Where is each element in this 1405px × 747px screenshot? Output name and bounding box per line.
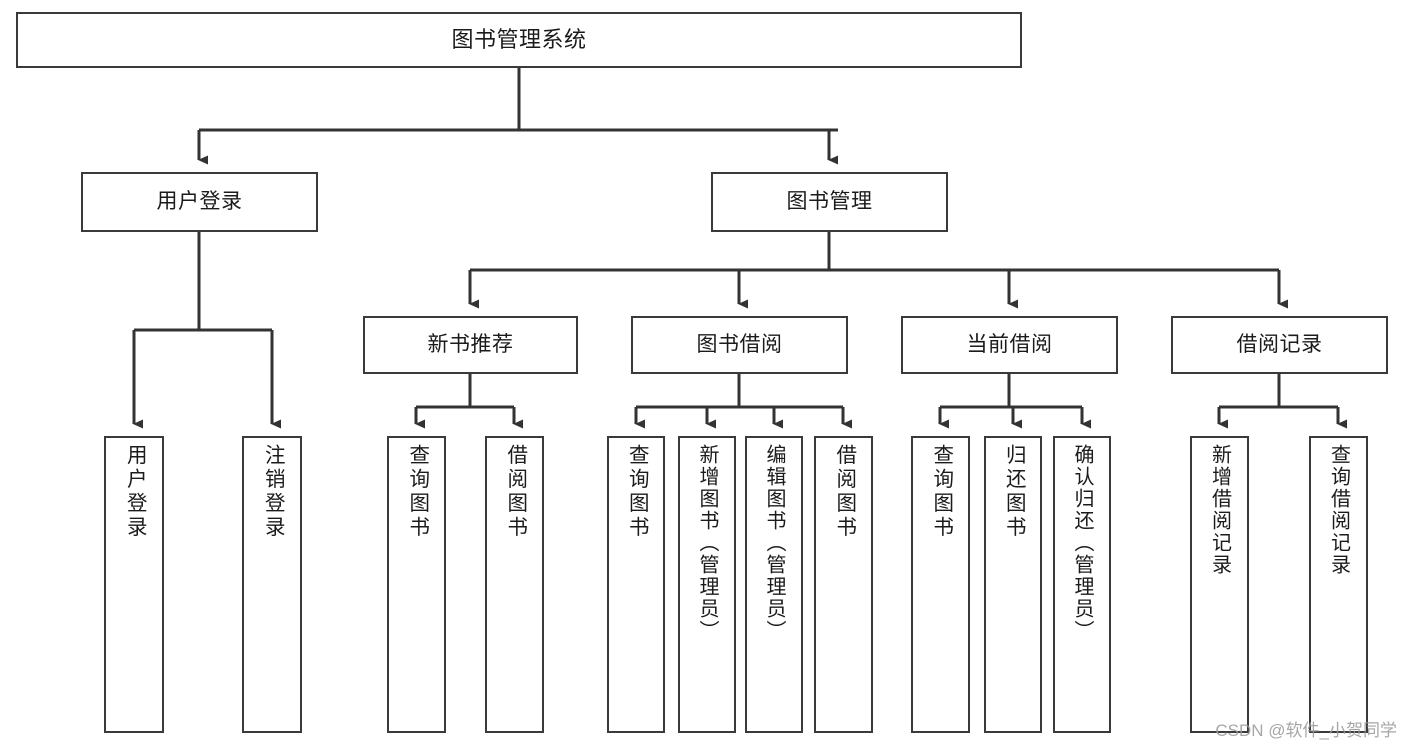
- node-leaf-borrow-book-2[interactable]: 借阅图书: [814, 436, 873, 733]
- node-leaf-borrow-book-1[interactable]: 借阅图书: [485, 436, 544, 733]
- node-new-book-rec[interactable]: 新书推荐: [363, 316, 578, 374]
- node-leaf-query-book-2[interactable]: 查询图书: [607, 436, 665, 733]
- node-root-label: 图书管理系统: [451, 27, 587, 53]
- node-book-borrow[interactable]: 图书借阅: [631, 316, 848, 374]
- csdn-watermark: CSDN @软件_小贺同学: [1215, 721, 1397, 740]
- node-leaf-user-logout-label: 注销登录: [261, 444, 285, 540]
- node-leaf-query-record-label: 查询借阅记录: [1327, 444, 1350, 576]
- node-leaf-confirm-return-label: 确认归还（管理员）: [1071, 444, 1093, 642]
- node-book-borrow-label: 图书借阅: [696, 332, 783, 356]
- node-leaf-query-record[interactable]: 查询借阅记录: [1309, 436, 1368, 733]
- node-leaf-query-book-3-label: 查询图书: [929, 444, 953, 540]
- node-leaf-query-book-2-label: 查询图书: [625, 444, 649, 540]
- node-leaf-user-logout[interactable]: 注销登录: [242, 436, 302, 733]
- node-book-manage-label: 图书管理: [786, 189, 873, 213]
- node-leaf-query-book-1-label: 查询图书: [405, 444, 429, 540]
- node-leaf-return-book[interactable]: 归还图书: [984, 436, 1042, 733]
- node-leaf-borrow-book-2-label: 借阅图书: [832, 444, 856, 540]
- node-leaf-edit-book[interactable]: 编辑图书（管理员）: [745, 436, 803, 733]
- node-leaf-query-book-3[interactable]: 查询图书: [911, 436, 970, 733]
- node-root[interactable]: 图书管理系统: [16, 12, 1022, 68]
- node-leaf-add-record-label: 新增借阅记录: [1208, 444, 1231, 576]
- node-leaf-user-login-label: 用户登录: [123, 444, 147, 540]
- node-current-borrow[interactable]: 当前借阅: [901, 316, 1118, 374]
- node-leaf-add-book[interactable]: 新增图书（管理员）: [678, 436, 736, 733]
- node-borrow-record-label: 借阅记录: [1236, 332, 1323, 356]
- node-leaf-add-book-label: 新增图书（管理员）: [696, 444, 718, 642]
- node-book-manage[interactable]: 图书管理: [711, 172, 948, 232]
- node-user-login[interactable]: 用户登录: [81, 172, 318, 232]
- node-borrow-record[interactable]: 借阅记录: [1171, 316, 1388, 374]
- node-leaf-user-login[interactable]: 用户登录: [104, 436, 164, 733]
- node-user-login-label: 用户登录: [156, 189, 243, 213]
- node-leaf-add-record[interactable]: 新增借阅记录: [1190, 436, 1249, 733]
- node-leaf-return-book-label: 归还图书: [1002, 444, 1026, 540]
- node-leaf-edit-book-label: 编辑图书（管理员）: [763, 444, 785, 642]
- node-leaf-query-book-1[interactable]: 查询图书: [387, 436, 446, 733]
- node-current-borrow-label: 当前借阅: [966, 332, 1053, 356]
- node-new-book-rec-label: 新书推荐: [427, 332, 514, 356]
- node-leaf-borrow-book-1-label: 借阅图书: [503, 444, 527, 540]
- node-leaf-confirm-return[interactable]: 确认归还（管理员）: [1053, 436, 1111, 733]
